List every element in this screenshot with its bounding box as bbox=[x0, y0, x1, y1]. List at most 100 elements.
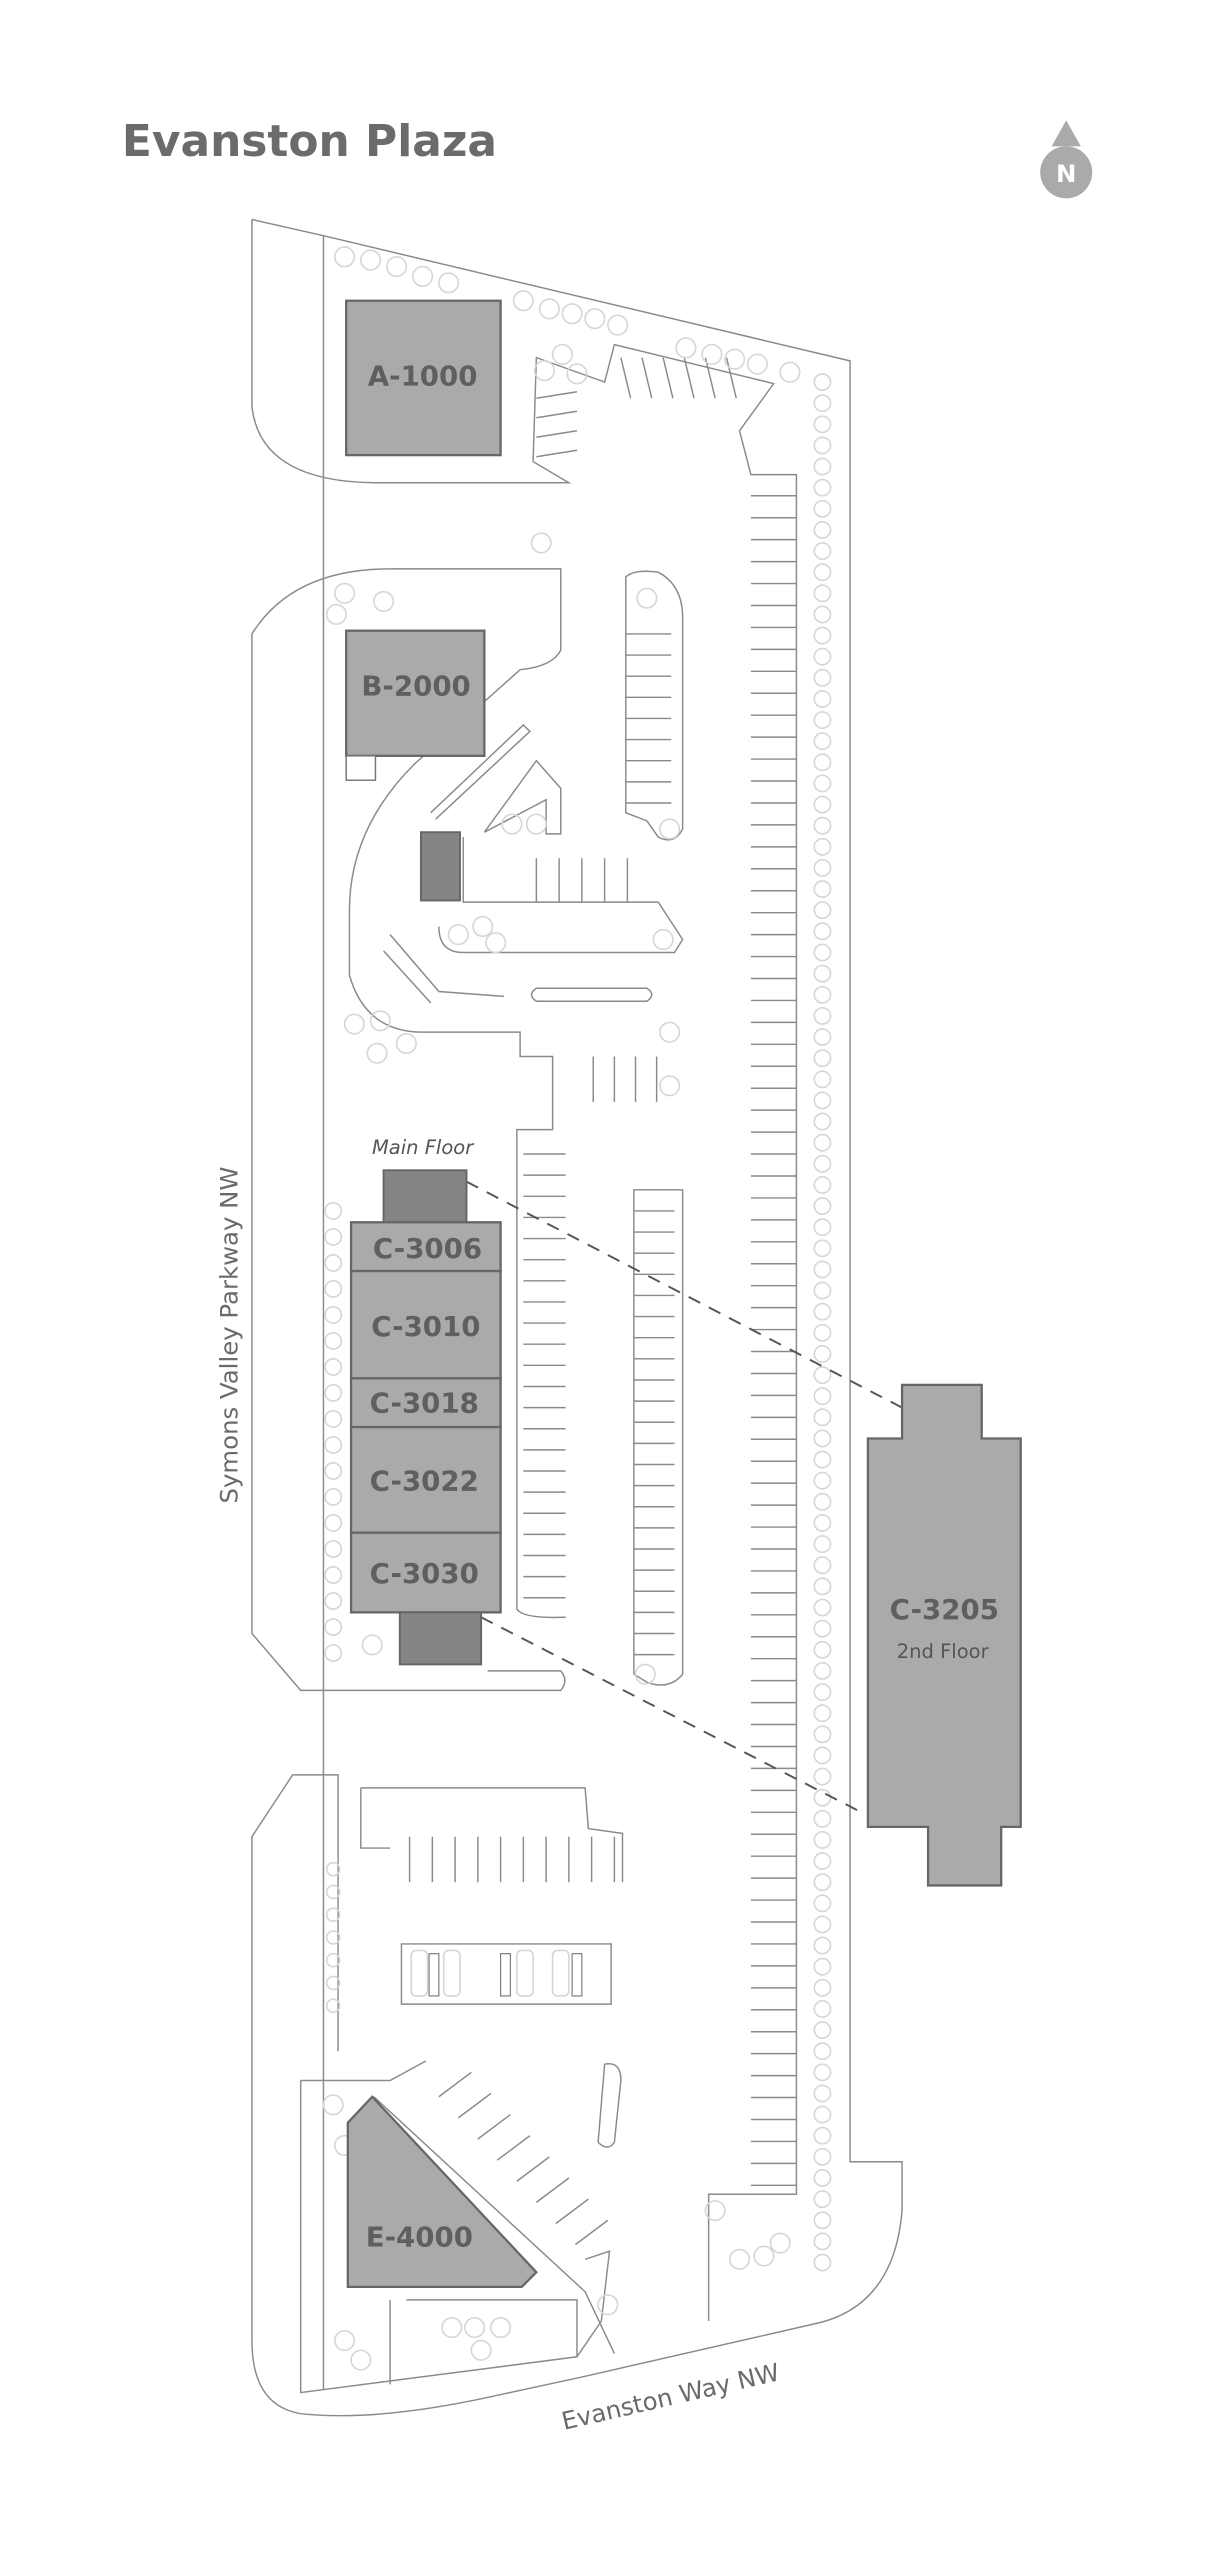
tree-icon bbox=[813, 1894, 832, 1913]
tree-icon bbox=[813, 415, 832, 434]
tree-icon bbox=[324, 1488, 343, 1506]
tree-icon bbox=[501, 813, 523, 835]
parking-stall-line bbox=[725, 357, 737, 399]
tree-icon bbox=[813, 584, 832, 603]
tree-icon bbox=[813, 394, 832, 413]
parking-stall-line bbox=[574, 2219, 609, 2246]
tree-icon bbox=[813, 690, 832, 708]
road-label-evanston-way: Evanston Way NW bbox=[559, 2357, 782, 2435]
tree-icon bbox=[324, 1514, 343, 1532]
tree-icon bbox=[813, 2000, 832, 2018]
tree-icon bbox=[441, 2316, 463, 2339]
tree-icon bbox=[813, 1408, 832, 1427]
tree-icon bbox=[813, 901, 832, 920]
tree-icon bbox=[525, 813, 547, 835]
tree-icon bbox=[813, 1514, 832, 1532]
second-floor-label: 2nd Floor bbox=[897, 1640, 990, 1663]
tree-icon bbox=[813, 1492, 832, 1511]
building-b-2000[interactable]: B-2000 bbox=[345, 629, 486, 781]
tree-icon bbox=[325, 1998, 341, 2014]
tree-icon bbox=[813, 711, 832, 730]
tree-icon bbox=[324, 1306, 343, 1324]
tree-icon bbox=[325, 1975, 341, 1991]
tree-icon bbox=[324, 1436, 343, 1454]
parking-stall-line bbox=[555, 2198, 589, 2225]
tree-icon bbox=[361, 1634, 383, 1656]
tree-icon bbox=[813, 2211, 832, 2230]
tree-icon bbox=[325, 1930, 341, 1945]
tree-icon bbox=[813, 436, 832, 455]
parking-stall-line bbox=[516, 2156, 550, 2182]
tree-icon bbox=[769, 2232, 791, 2254]
tree-icon bbox=[813, 1302, 832, 1321]
svg-text:B-2000: B-2000 bbox=[361, 670, 470, 703]
tree-icon bbox=[813, 985, 832, 1004]
tree-icon bbox=[813, 1725, 832, 1744]
tree-icon bbox=[813, 1239, 832, 1258]
tree-icon bbox=[324, 1332, 343, 1350]
tree-icon bbox=[813, 1556, 832, 1575]
tree-icon bbox=[551, 343, 573, 365]
tree-icon bbox=[470, 2339, 492, 2361]
tree-icon bbox=[813, 795, 832, 814]
landscaping-trees bbox=[322, 246, 832, 2371]
tree-icon bbox=[813, 1323, 832, 1342]
main-floor-north-annex bbox=[382, 1169, 468, 1224]
tree-icon bbox=[813, 499, 832, 518]
building-a-1000[interactable]: A-1000 bbox=[345, 299, 502, 457]
building-e-4000[interactable]: E-4000 bbox=[346, 2095, 538, 2289]
unit-c-3022[interactable]: C-3022 bbox=[349, 1425, 502, 1534]
tree-icon bbox=[813, 2190, 832, 2209]
tree-icon bbox=[813, 2021, 832, 2040]
tree-icon bbox=[597, 2294, 619, 2316]
tree-icon bbox=[538, 298, 560, 320]
tree-icon bbox=[813, 1598, 832, 1617]
tree-icon bbox=[324, 1201, 343, 1220]
tree-icon bbox=[813, 1387, 832, 1406]
main-floor-label: Main Floor bbox=[372, 1136, 475, 1159]
map-title: Evanston Plaza bbox=[122, 116, 497, 167]
parking-stall-line bbox=[536, 449, 578, 458]
svg-text:C-3030: C-3030 bbox=[370, 1557, 479, 1590]
tree-icon bbox=[395, 1032, 417, 1055]
tree-icon bbox=[561, 303, 583, 325]
unit-c-3018[interactable]: C-3018 bbox=[349, 1377, 502, 1429]
tree-icon bbox=[813, 2253, 832, 2272]
tree-icon bbox=[438, 272, 460, 294]
tree-icon bbox=[324, 1410, 343, 1428]
tree-icon bbox=[324, 1384, 343, 1402]
unit-c-3205[interactable]: C-3205 2nd Floor bbox=[866, 1383, 1022, 1887]
tree-icon bbox=[325, 1952, 341, 1968]
svg-text:C-3018: C-3018 bbox=[370, 1386, 479, 1419]
tree-icon bbox=[325, 1907, 341, 1923]
parking-stall-line bbox=[477, 2114, 511, 2140]
tree-icon bbox=[813, 1809, 832, 1828]
tree-icon bbox=[813, 1070, 832, 1089]
unit-c-3030[interactable]: C-3030 bbox=[349, 1531, 502, 1614]
tree-icon bbox=[813, 1281, 832, 1300]
tree-icon bbox=[334, 246, 356, 268]
parking-stall-line bbox=[704, 357, 716, 399]
tree-icon bbox=[813, 1683, 832, 1701]
parking-stall-line bbox=[641, 357, 653, 399]
unit-c-3006[interactable]: C-3006 bbox=[349, 1221, 502, 1273]
tree-icon bbox=[813, 2084, 832, 2103]
tree-icon bbox=[724, 348, 746, 370]
tree-icon bbox=[813, 816, 832, 835]
ev-charging-area bbox=[410, 1949, 583, 1997]
tree-icon bbox=[813, 774, 832, 793]
tree-icon bbox=[813, 1640, 832, 1659]
svg-text:C-3022: C-3022 bbox=[370, 1464, 479, 1497]
tree-icon bbox=[324, 1592, 343, 1610]
tree-icon bbox=[322, 2094, 344, 2116]
tree-icon bbox=[813, 732, 832, 751]
parking-stall-line bbox=[536, 410, 578, 419]
tree-icon bbox=[634, 1663, 656, 1685]
tree-icon bbox=[813, 1133, 832, 1152]
unit-c-3010[interactable]: C-3010 bbox=[349, 1269, 502, 1380]
tree-icon bbox=[324, 1618, 343, 1636]
tree-icon bbox=[813, 859, 832, 877]
parking-stall-line bbox=[438, 2071, 472, 2098]
tree-icon bbox=[813, 563, 832, 582]
